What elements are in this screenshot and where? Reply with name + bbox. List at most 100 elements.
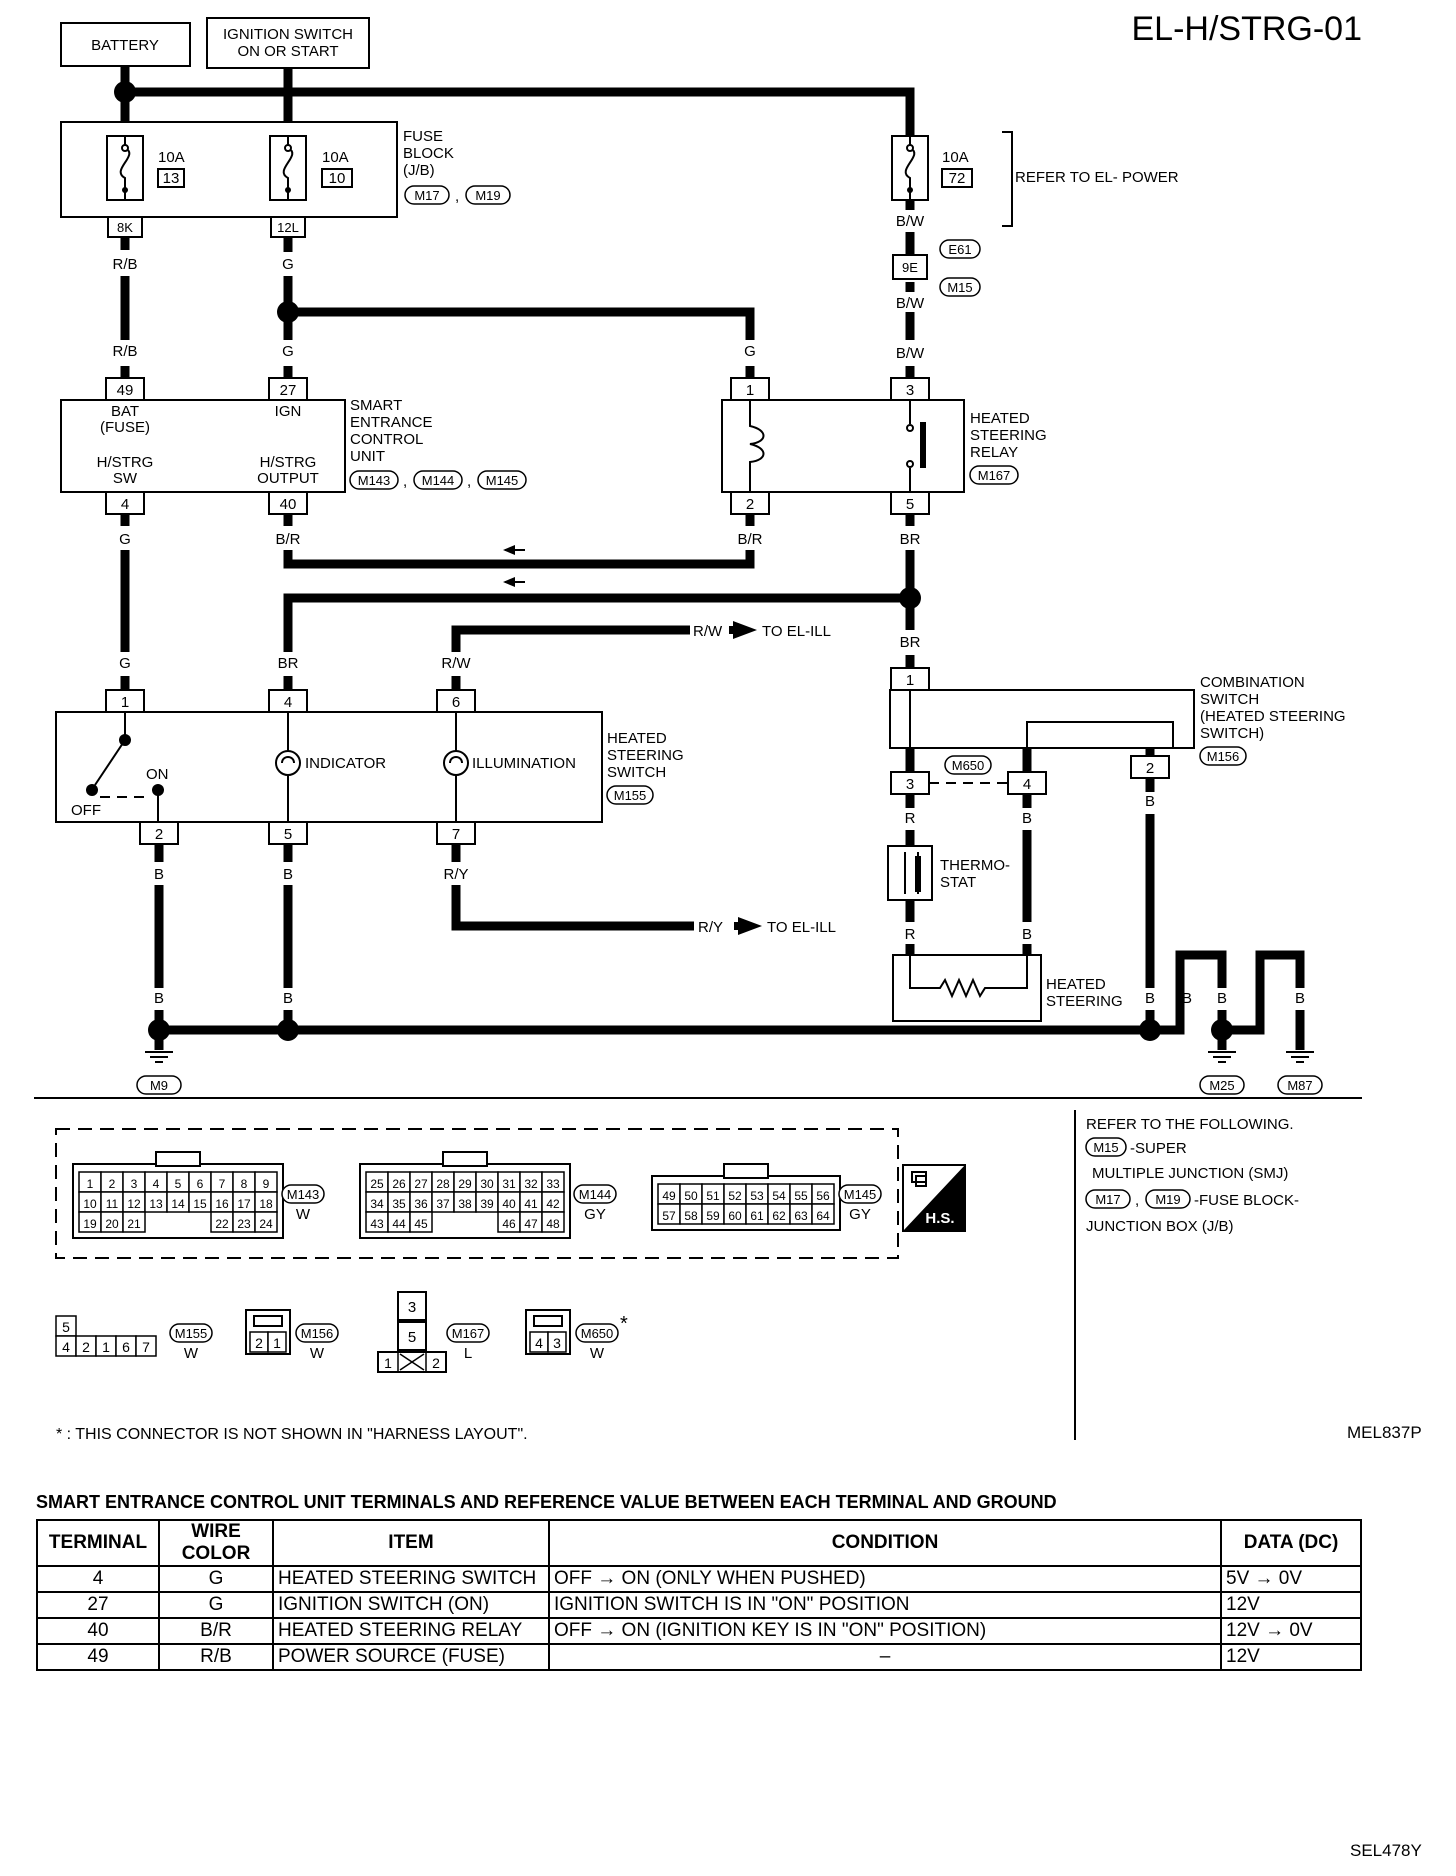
- conn-pill-m167: [969, 465, 1019, 485]
- pin-number: 46: [502, 1217, 516, 1231]
- conn-pill-m650: [944, 755, 992, 775]
- secu-t4: 4: [121, 496, 129, 513]
- refer-pill-m15: [1085, 1137, 1127, 1157]
- cell-condition: OFF → ON (IGNITION KEY IS IN "ON" POSITI…: [548, 1617, 1222, 1645]
- pin-number: 5: [175, 1177, 182, 1191]
- conn-pill-m17: [404, 185, 450, 205]
- wire-label-ry-1: R/Y: [443, 866, 468, 883]
- combo-t2: 2: [1146, 760, 1154, 777]
- pin-number: 24: [259, 1217, 273, 1231]
- conn-pill-m19: [465, 185, 511, 205]
- table-row: 4 G HEATED STEERING SWITCH OFF → ON (ONL…: [36, 1565, 1362, 1593]
- sw-t5: 5: [284, 826, 292, 843]
- ground-pill-m25: [1199, 1075, 1245, 1095]
- cell-item: HEATED STEERING SWITCH: [272, 1565, 550, 1593]
- wire-label-r-2: R: [905, 926, 916, 943]
- heated-steering-label-1: HEATED: [1046, 976, 1106, 993]
- th-data: DATA (DC): [1220, 1519, 1362, 1567]
- cell-condition: –: [548, 1643, 1222, 1671]
- secu-box: [60, 399, 346, 493]
- cell-terminal: 27: [36, 1591, 160, 1619]
- term-8k: 8K: [117, 220, 133, 235]
- refer-pill-m19: [1145, 1189, 1191, 1209]
- ground-pill-m87: [1277, 1075, 1323, 1095]
- wire-label-rb-2: R/B: [112, 343, 137, 360]
- battery-bus-wire: [125, 87, 915, 136]
- separator: ,: [403, 473, 407, 490]
- fuse13-no: 13: [163, 170, 180, 187]
- cv-pill-m143: [281, 1184, 325, 1204]
- pin-number: 54: [772, 1189, 786, 1203]
- secu-t49: 49: [117, 382, 134, 399]
- conn-m156: M156: [1207, 749, 1240, 764]
- sw-t7: 7: [452, 826, 460, 843]
- indicator-lamp-icon: [275, 750, 301, 776]
- ground-pill-m9: [136, 1075, 182, 1095]
- pin-number: 20: [105, 1217, 119, 1231]
- wire-label-ry-2: R/Y: [698, 919, 723, 936]
- refer-note-4: -FUSE BLOCK-: [1194, 1192, 1299, 1209]
- conn-m155: M155: [614, 788, 647, 803]
- combo-label-3: (HEATED STEERING: [1200, 708, 1346, 725]
- conn-pill-m143: [349, 470, 399, 490]
- pin-cell: [254, 1211, 278, 1233]
- pin-number: 62: [772, 1209, 786, 1223]
- wire-label-g-relay: G: [744, 343, 756, 360]
- wire-label-g-2: G: [282, 343, 294, 360]
- fuse72-amp: 10A: [942, 149, 969, 166]
- hs-badge-label: H.S.: [925, 1210, 954, 1227]
- wire-label-b-4: B: [283, 990, 293, 1007]
- pin-number: 6: [197, 1177, 204, 1191]
- pin-number: 28: [436, 1177, 450, 1191]
- pin-number: 48: [546, 1217, 560, 1231]
- cell-item: IGNITION SWITCH (ON): [272, 1591, 550, 1619]
- pin-number: 44: [392, 1217, 406, 1231]
- pin-number: 2: [432, 1355, 440, 1371]
- wire-ry: [451, 844, 694, 931]
- fuse72-bracket: [1002, 131, 1013, 227]
- smj-9e: 9E: [902, 260, 918, 275]
- switch-label-3: SWITCH: [607, 764, 666, 781]
- fuse10-no-box: [321, 168, 353, 188]
- secu-label-1: SMART: [350, 397, 402, 414]
- wire-rw: [451, 625, 690, 652]
- pin-number: 47: [524, 1217, 538, 1231]
- refer-note-2: -SUPER: [1130, 1140, 1187, 1157]
- pin-number: 39: [480, 1197, 494, 1211]
- wire-label-br-out: B/R: [275, 531, 300, 548]
- switch-label-2: STEERING: [607, 747, 684, 764]
- fuse10-amp: 10A: [322, 149, 349, 166]
- cv-m144-color: GY: [584, 1206, 606, 1223]
- cell-wire: G: [158, 1591, 274, 1619]
- thermostat-box: [887, 845, 933, 901]
- wire-label-g-1: G: [282, 256, 294, 273]
- wiring-diagram: BATTERY IGNITION SWITCH ON OR START 10A …: [34, 17, 1362, 1440]
- illumination-label: ILLUMINATION: [472, 755, 576, 772]
- pin-number: 5: [62, 1319, 70, 1335]
- secu-t40: 40: [280, 496, 297, 513]
- pin-number: 2: [109, 1177, 116, 1191]
- pin-number: 52: [728, 1189, 742, 1203]
- to-ill-2: TO EL-ILL: [767, 919, 836, 936]
- wire-br-indicator: [283, 593, 910, 690]
- pin-cell: [122, 1211, 146, 1233]
- conn-pill-m144: [413, 470, 463, 490]
- switch-off-label: OFF: [71, 802, 101, 819]
- pin-number: 2: [255, 1335, 263, 1351]
- cv-pill-m167: [446, 1323, 490, 1343]
- cv-m650-asterisk: *: [620, 1313, 628, 1335]
- switch-label-1: HEATED: [607, 730, 667, 747]
- pin-number: 27: [414, 1177, 428, 1191]
- to-ill-arrow-2-tail: [734, 922, 740, 930]
- cell-wire: R/B: [158, 1643, 274, 1671]
- cell-wire: G: [158, 1565, 274, 1593]
- ground-junction-2: [277, 1019, 299, 1041]
- pin-number: 56: [816, 1189, 830, 1203]
- pin-number: 5: [408, 1329, 416, 1346]
- to-ill-1: TO EL-ILL: [762, 623, 831, 640]
- wire-label-b-2: B: [283, 866, 293, 883]
- pin-number: 32: [524, 1177, 538, 1191]
